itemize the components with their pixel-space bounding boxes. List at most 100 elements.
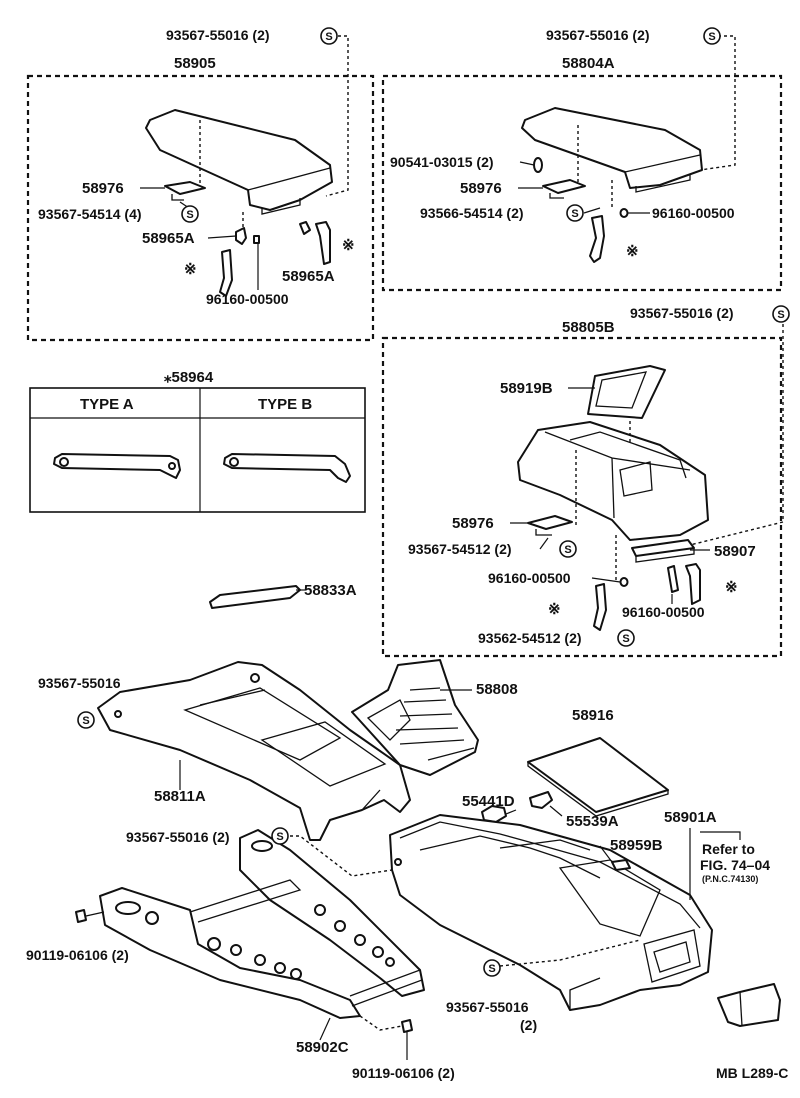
label-clip-c-right: 96160-00500 (622, 604, 705, 620)
reference-lid-drawing (717, 983, 781, 1027)
s-mark: S (703, 27, 721, 45)
asterisk-mark: ※ (626, 243, 639, 260)
label-type-group: ⁎58964 (164, 369, 214, 386)
label-screw-c: 93567-54512 (2) (408, 541, 512, 557)
lower-console-58901a-drawing (389, 814, 713, 1011)
spring-b-drawing (589, 208, 629, 263)
label-lower-fastener-1: 93567-55016 (446, 999, 529, 1015)
label-top-right-fastener: 93567-55016 (2) (546, 27, 650, 43)
svg-text:S: S (82, 715, 89, 727)
label-mat: 58916 (572, 707, 614, 724)
label-type-b: TYPE B (258, 396, 312, 413)
svg-text:S: S (488, 963, 495, 975)
hinge-58976-a-drawing (164, 181, 206, 201)
asterisk-mark: ※ (184, 261, 197, 278)
hinge-58976-b-drawing (542, 179, 586, 199)
label-cap-b: 55539A (566, 813, 619, 830)
svg-text:S: S (777, 309, 784, 321)
label-diagram-code: MB L289-C (716, 1065, 788, 1081)
label-strip: 58833A (304, 582, 357, 599)
s-mark: S (559, 540, 577, 558)
svg-text:S: S (325, 31, 332, 43)
label-clip-c-left: 96160-00500 (488, 570, 571, 586)
label-spring-a-right: 58965A (282, 268, 335, 285)
s-mark: S (483, 959, 501, 977)
label-screw-c2: 93562-54512 (2) (478, 630, 582, 646)
label-ref-line3: (P.N.C.74130) (702, 874, 758, 884)
label-plate: 58959B (610, 837, 663, 854)
asterisk-mark: ※ (342, 237, 355, 254)
connector-line (325, 35, 349, 197)
label-bolt-left: 90119-06106 (2) (26, 947, 129, 963)
label-spring-a-left: 58965A (142, 230, 195, 247)
label-screw-b: 93566-54514 (2) (420, 205, 524, 221)
label-upper-panel-fastener: 93567-55016 (38, 675, 121, 691)
asterisk-mark: ※ (725, 579, 738, 596)
label-armrest-b: 58804A (562, 55, 615, 72)
svg-text:S: S (564, 544, 571, 556)
label-clip-b: 96160-00500 (652, 205, 735, 221)
label-pad: 58907 (714, 543, 756, 560)
label-screw-a: 93567-54514 (4) (38, 206, 142, 222)
group-box-58905 (26, 74, 375, 342)
svg-text:S: S (186, 209, 193, 221)
label-bolt-bottom: 90119-06106 (2) (352, 1065, 455, 1081)
upper-panel-58811a-drawing (97, 661, 411, 841)
svg-text:S: S (571, 208, 578, 220)
spring-58965a-right-drawing (299, 221, 331, 265)
s-mark: S (271, 827, 289, 845)
armrest-58804a-drawing (521, 107, 703, 210)
label-type-a: TYPE A (80, 396, 134, 413)
s-mark: S (320, 27, 338, 45)
s-mark: S (181, 205, 199, 223)
group-box-58805b (381, 336, 783, 658)
type-table (29, 387, 366, 513)
group-box-58804a (381, 74, 783, 292)
connector-line (699, 35, 736, 171)
connector-line (499, 939, 641, 967)
armrest-58905-drawing (145, 109, 333, 235)
label-bracket: 58902C (296, 1039, 349, 1056)
bracket-58902c-drawing (99, 829, 425, 1019)
label-ref-line2: FIG. 74–04 (700, 857, 770, 873)
bolt-bottom-drawing (401, 1019, 413, 1060)
label-insert: 58919B (500, 380, 553, 397)
strip-58833a-drawing (209, 585, 301, 609)
s-mark: S (772, 305, 790, 323)
label-top-left-fastener: 93567-55016 (2) (166, 27, 270, 43)
cap-55539a-drawing (529, 791, 553, 809)
hinge-58976-c-drawing (527, 515, 573, 536)
label-clip-a: 96160-00500 (206, 291, 289, 307)
mat-58916-edge (527, 762, 669, 817)
bolt-left-drawing (75, 909, 105, 923)
boot-58808-drawing (351, 659, 479, 776)
label-clip-bolt-b: 90541-03015 (2) (390, 154, 494, 170)
connector-line (700, 831, 741, 840)
s-mark: S (617, 629, 635, 647)
label-hinge-c: 58976 (452, 515, 494, 532)
label-upper-panel: 58811A (154, 788, 206, 805)
label-boot: 58808 (476, 681, 518, 698)
connector-line (290, 835, 393, 877)
springs-c-drawing (593, 563, 701, 631)
svg-text:S: S (622, 633, 629, 645)
plate-58959b-drawing (611, 859, 631, 871)
label-lower-fastener-2: (2) (520, 1017, 537, 1033)
label-armrest-a: 58905 (174, 55, 216, 72)
s-mark: S (77, 711, 95, 729)
label-console-box: 58805B (562, 319, 615, 336)
insert-58919b-drawing (587, 365, 666, 419)
label-mid-fastener: 93567-55016 (2) (126, 829, 230, 845)
clip-bolt-b-drawing (533, 157, 543, 173)
label-cap-a: 55441D (462, 793, 515, 810)
label-hinge-a: 58976 (82, 180, 124, 197)
svg-text:S: S (708, 31, 715, 43)
s-mark: S (566, 204, 584, 222)
label-mid-right-fastener: 93567-55016 (2) (630, 305, 734, 321)
label-hinge-b: 58976 (460, 180, 502, 197)
label-ref-line1: Refer to (702, 841, 755, 857)
label-lower-console: 58901A (664, 809, 717, 826)
svg-text:S: S (276, 831, 283, 843)
